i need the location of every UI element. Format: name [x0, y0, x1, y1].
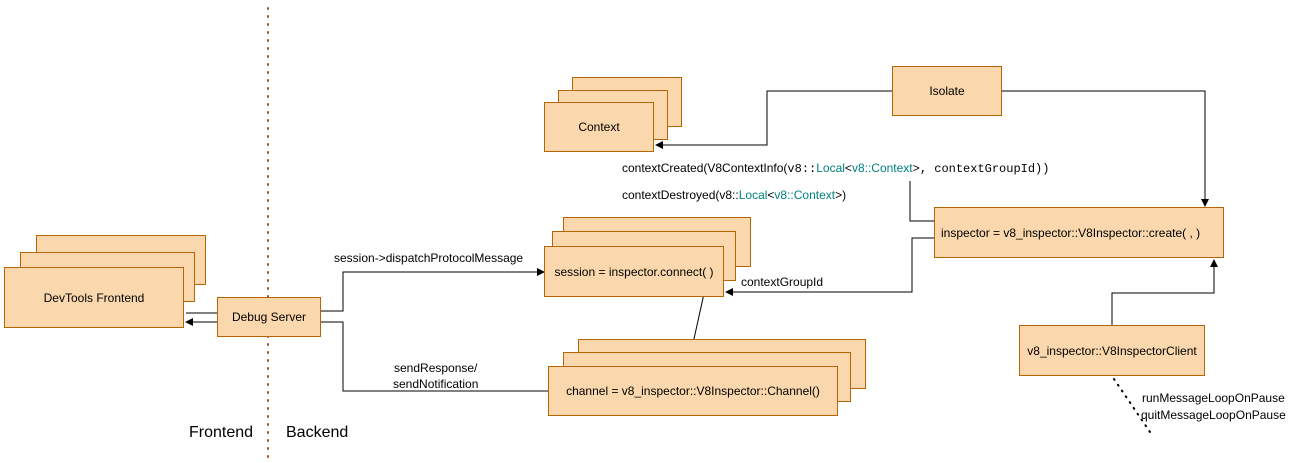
context-node[interactable]: Context: [544, 102, 654, 152]
session-node[interactable]: session = inspector.connect( ): [544, 246, 724, 297]
edge-debugserver-to-session: [321, 268, 545, 312]
context-label: Context: [578, 120, 620, 134]
quit-message-loop-label: quitMessageLoopOnPause: [1141, 408, 1286, 422]
session-label: session = inspector.connect( ): [554, 264, 714, 279]
inspector-node[interactable]: inspector = v8_inspector::V8Inspector::c…: [934, 207, 1224, 258]
run-message-loop-label: runMessageLoopOnPause: [1142, 391, 1285, 405]
devtools-frontend-node[interactable]: DevTools Frontend: [4, 267, 184, 328]
channel-node[interactable]: channel = v8_inspector::V8Inspector::Cha…: [548, 366, 838, 416]
inspector-client-label: v8_inspector::V8InspectorClient: [1027, 343, 1197, 358]
edge-client-to-inspector: [1111, 259, 1218, 325]
context-destroyed-label: contextDestroyed(v8::Local<v8::Context>): [622, 188, 847, 202]
debug-server-label: Debug Server: [231, 310, 307, 324]
client-loop-dotted: [1113, 378, 1153, 436]
edge-isolate-to-context: [655, 90, 892, 149]
edge-inspector-to-session: [725, 237, 934, 296]
send-response-label: sendResponse/: [394, 361, 478, 375]
isolate-label: Isolate: [929, 84, 965, 98]
edge-inspector-context-events: [909, 181, 934, 222]
channel-label: channel = v8_inspector::V8Inspector::Cha…: [566, 384, 820, 398]
edge-debugserver-to-channel: [321, 321, 548, 392]
context-group-id-label: contextGroupId: [741, 275, 824, 289]
edge-isolate-to-inspector: [1002, 90, 1209, 207]
send-notification-label: sendNotification: [393, 377, 479, 391]
inspector-label: inspector = v8_inspector::V8Inspector::c…: [941, 225, 1201, 240]
devtools-frontend-label: DevTools Frontend: [43, 290, 145, 305]
debug-server-node[interactable]: Debug Server: [217, 297, 321, 337]
isolate-node[interactable]: Isolate: [892, 66, 1002, 116]
backend-region-label: Backend: [286, 424, 349, 441]
context-created-label: contextCreated(V8ContextInfo(v8::Local<v…: [622, 161, 1050, 176]
frontend-region-label: Frontend: [189, 424, 254, 441]
dispatch-message-label: session->dispatchProtocolMessage: [334, 251, 524, 265]
inspector-client-node[interactable]: v8_inspector::V8InspectorClient: [1019, 325, 1205, 376]
